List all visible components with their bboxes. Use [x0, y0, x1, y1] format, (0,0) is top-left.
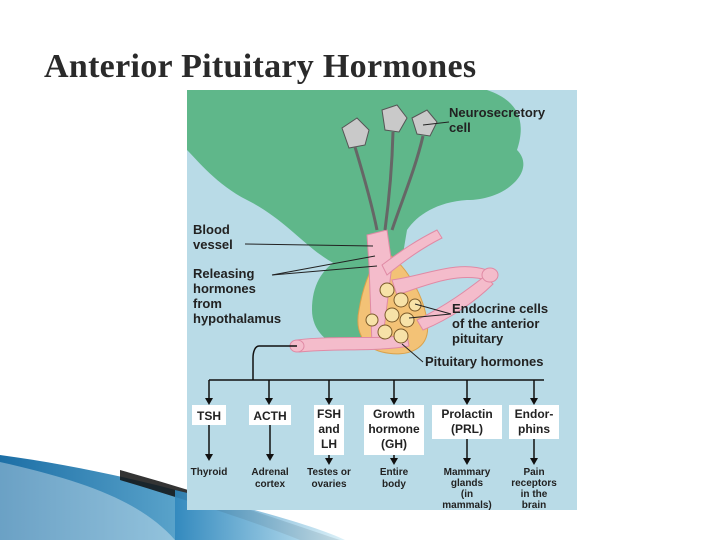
svg-text:ovaries: ovaries — [311, 479, 346, 490]
svg-text:vessel: vessel — [193, 237, 233, 252]
hormone-fsh-lh: FSH and LH — [317, 407, 341, 451]
svg-text:glands: glands — [451, 478, 484, 489]
hormone-endorphins: Endor- phins — [515, 407, 554, 436]
target-pain-receptors: Pain receptors in the brain — [511, 467, 557, 510]
svg-text:Prolactin: Prolactin — [441, 407, 492, 421]
leader-neurosecretory — [422, 121, 450, 126]
vessel-end-right — [481, 267, 499, 283]
target-adrenal-cortex: Adrenal cortex — [251, 467, 288, 490]
svg-text:Entire: Entire — [380, 467, 409, 478]
svg-text:FSH: FSH — [317, 407, 341, 421]
slide-title: Anterior Pituitary Hormones — [44, 48, 477, 85]
target-arrows — [208, 425, 535, 460]
hormone-tree-connector — [208, 345, 544, 400]
svg-text:Testes or: Testes or — [307, 467, 351, 478]
svg-text:in the: in the — [521, 489, 548, 500]
leader-endocrine-1 — [408, 313, 452, 319]
svg-text:(in: (in — [461, 489, 473, 500]
svg-text:cell: cell — [449, 120, 471, 135]
svg-text:pituitary: pituitary — [452, 331, 504, 346]
svg-text:mammals): mammals) — [442, 500, 491, 510]
svg-text:Blood: Blood — [193, 222, 230, 237]
svg-text:hypothalamus: hypothalamus — [193, 311, 281, 326]
svg-text:(PRL): (PRL) — [451, 422, 483, 436]
svg-text:from: from — [193, 296, 222, 311]
hypothalamus-region — [187, 90, 524, 272]
label-pituitary-hormones: Pituitary hormones — [425, 354, 543, 369]
svg-text:receptors: receptors — [511, 478, 557, 489]
svg-text:hormone: hormone — [368, 422, 420, 436]
label-endocrine-cells: Endocrine cells of the anterior pituitar… — [452, 301, 548, 346]
neurosecretory-cell-bodies — [341, 104, 438, 149]
svg-text:phins: phins — [518, 422, 550, 436]
hormone-boxes — [192, 405, 559, 455]
tree-arrowheads — [205, 398, 538, 405]
svg-text:Mammary: Mammary — [444, 467, 491, 478]
neurosecretory-axons — [353, 131, 425, 231]
target-entire-body: Entire body — [380, 467, 409, 490]
leader-endocrine-2 — [414, 303, 452, 315]
svg-text:body: body — [382, 479, 406, 490]
svg-text:Neurosecretory: Neurosecretory — [449, 105, 546, 120]
svg-text:Adrenal: Adrenal — [251, 467, 288, 478]
label-blood-vessel: Blood vessel — [193, 222, 233, 252]
target-arrowheads — [205, 454, 538, 465]
leader-blood-vessel — [244, 243, 374, 247]
svg-text:and: and — [318, 422, 339, 436]
hormone-prolactin: Prolactin (PRL) — [441, 407, 492, 436]
svg-text:(GH): (GH) — [381, 437, 407, 451]
svg-text:brain: brain — [522, 500, 546, 510]
svg-text:Endocrine cells: Endocrine cells — [452, 301, 548, 316]
svg-text:LH: LH — [321, 437, 337, 451]
pituitary-diagram: Neurosecretory cell Blood vessel Releasi… — [187, 90, 577, 510]
svg-text:Growth: Growth — [373, 407, 415, 421]
svg-text:Endor-: Endor- — [515, 407, 554, 421]
svg-text:of the anterior: of the anterior — [452, 316, 539, 331]
target-testes-ovaries: Testes or ovaries — [307, 467, 351, 490]
leader-pituitary-hormones — [401, 343, 424, 363]
hormone-gh: Growth hormone (GH) — [368, 407, 420, 451]
svg-text:cortex: cortex — [255, 479, 285, 490]
hormone-tsh: TSH — [197, 409, 221, 423]
endocrine-cells — [365, 282, 422, 344]
leader-releasing-2 — [271, 265, 378, 276]
target-thyroid: Thyroid — [191, 467, 228, 478]
label-releasing-hormones: Releasing hormones from hypothalamus — [193, 266, 281, 326]
svg-text:hormones: hormones — [193, 281, 256, 296]
svg-text:Releasing: Releasing — [193, 266, 254, 281]
label-neurosecretory-cell: Neurosecretory cell — [449, 105, 546, 135]
svg-text:Pain: Pain — [523, 467, 544, 478]
hormone-acth: ACTH — [253, 409, 286, 423]
leader-releasing-1 — [271, 255, 376, 276]
target-mammary-glands: Mammary glands (in mammals) — [442, 467, 491, 510]
